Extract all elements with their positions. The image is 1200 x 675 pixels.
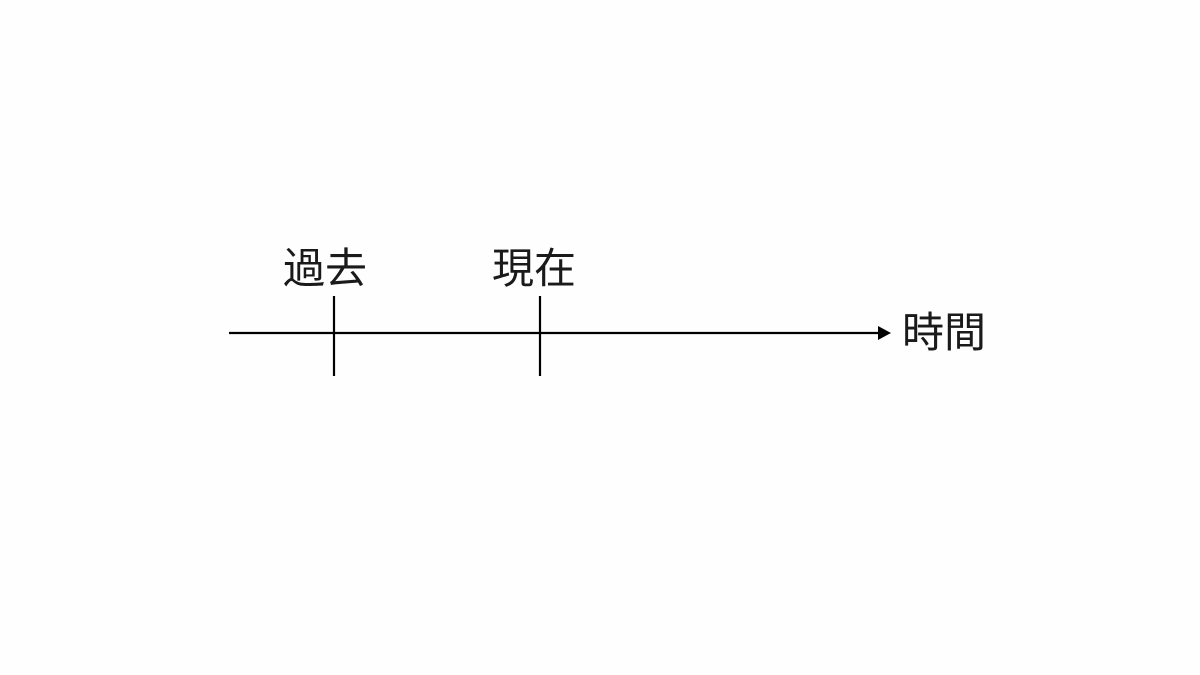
time-axis-arrowhead bbox=[878, 326, 891, 340]
past-label: 過去 bbox=[283, 244, 368, 293]
present-label: 現在 bbox=[492, 244, 577, 293]
time-axis-label: 時間 bbox=[902, 308, 987, 357]
